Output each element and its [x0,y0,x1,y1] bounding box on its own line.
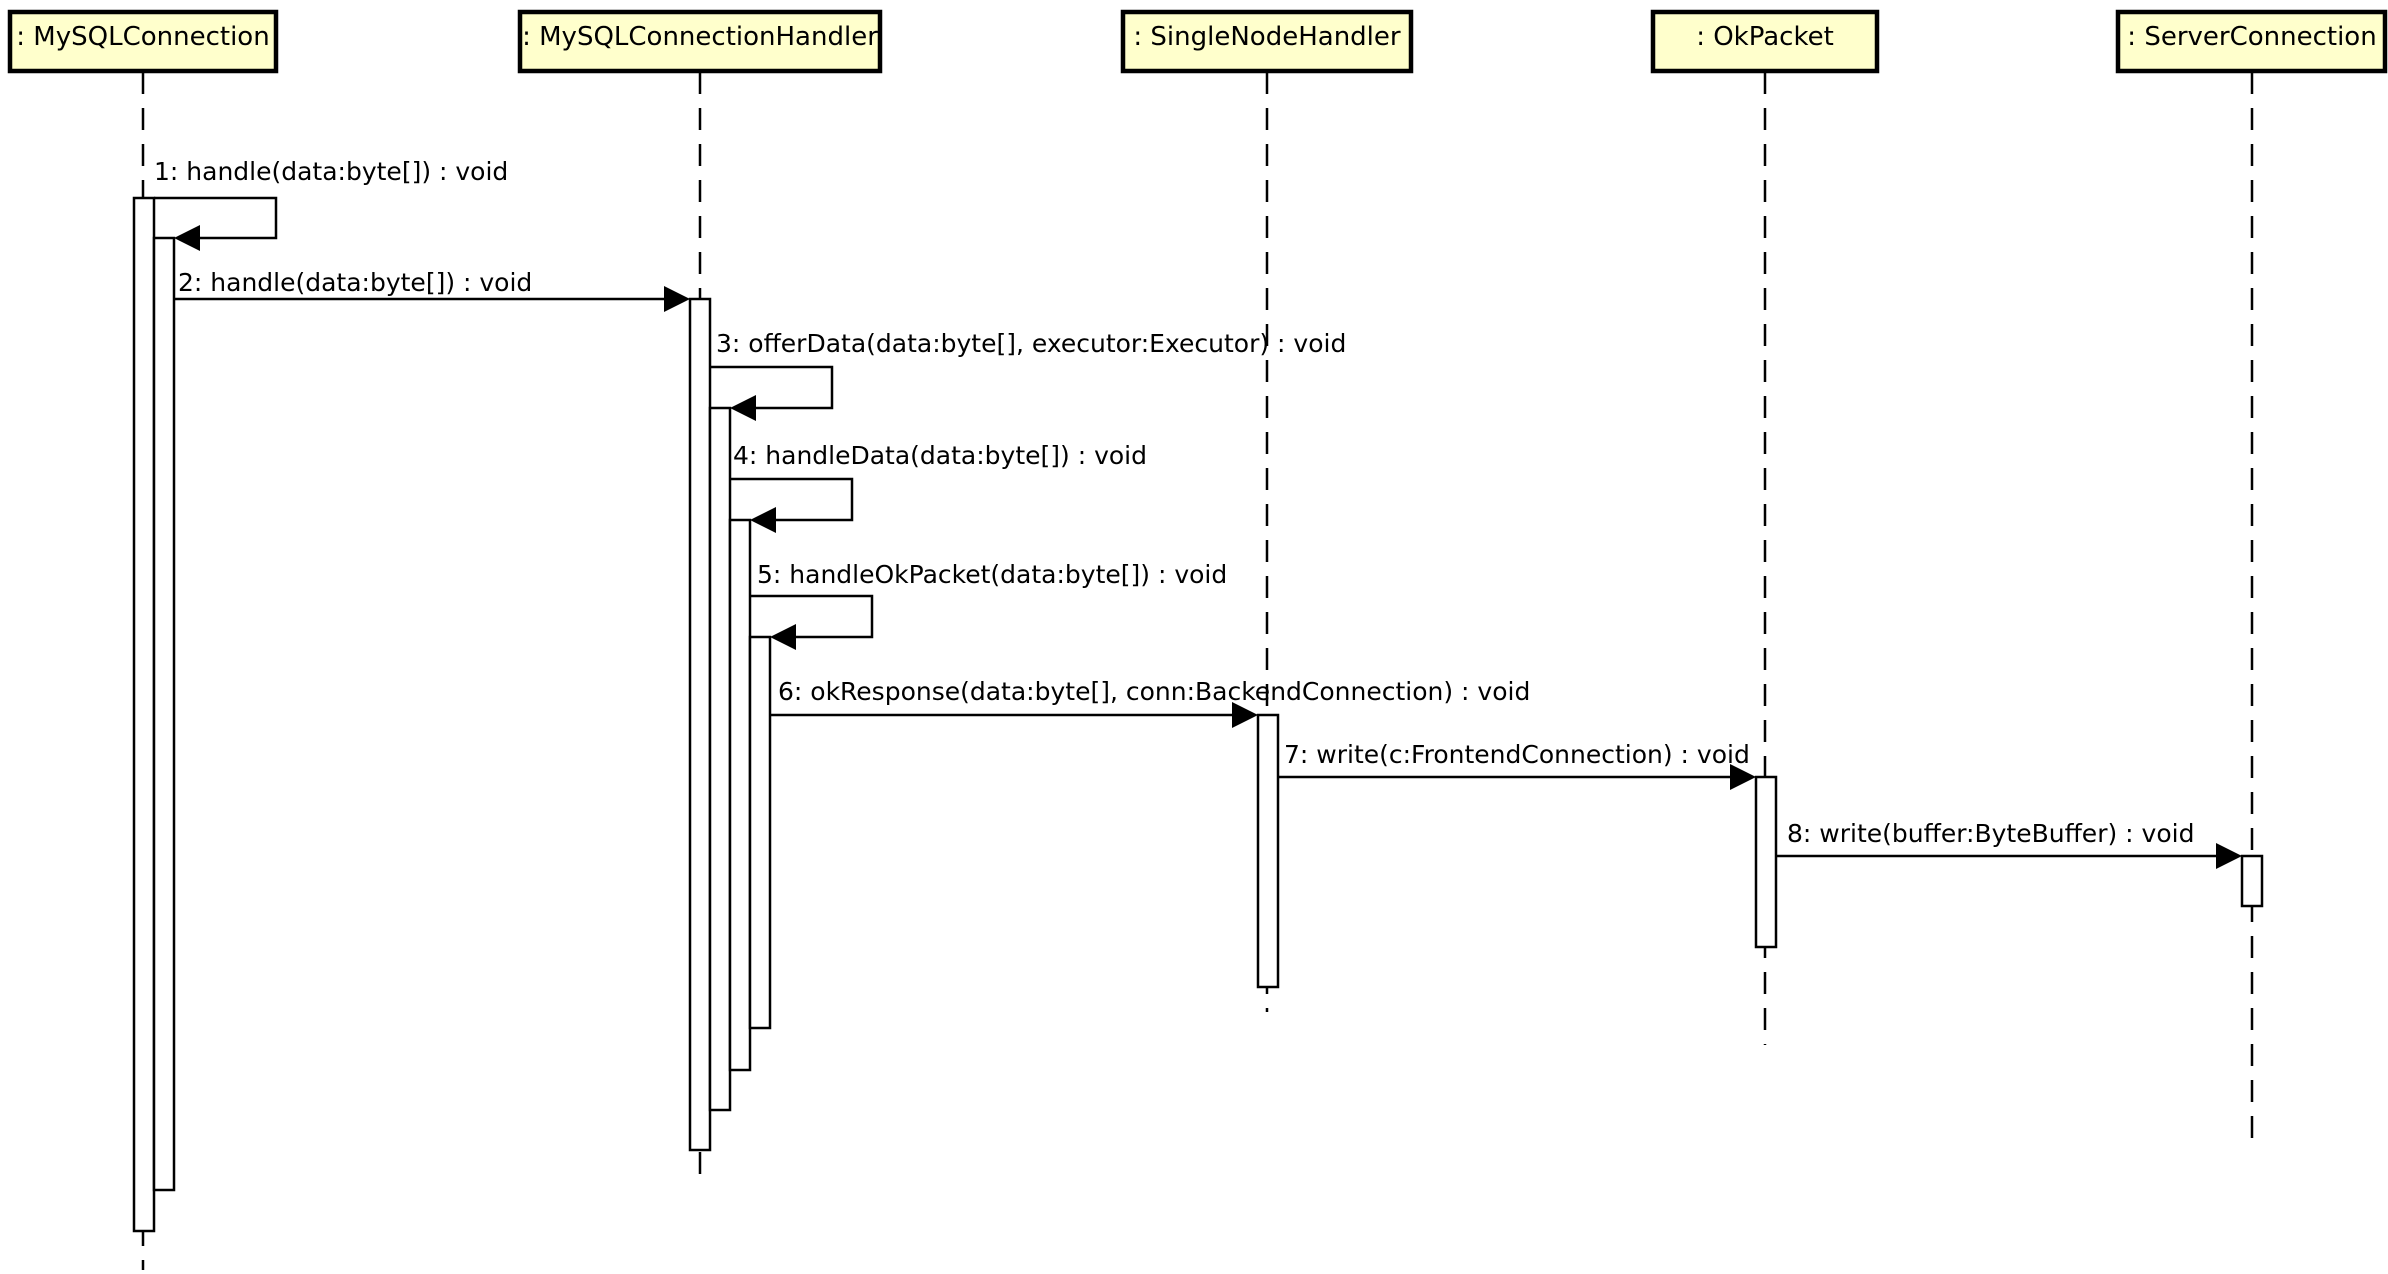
message-7: 7: write(c:FrontendConnection) : void [1278,740,1756,790]
participant-label: : SingleNodeHandler [1133,22,1400,52]
arrowhead-icon [174,225,200,251]
arrowhead-icon [1730,764,1756,790]
participant-label: : MySQLConnection [16,22,269,52]
arrowhead-icon [770,624,796,650]
participant-label: : ServerConnection [2127,22,2376,52]
arrowhead-icon [2216,843,2242,869]
activation-bar [152,236,176,1192]
participant-mysqlconnection: : MySQLConnection [7,9,279,74]
activation-bar [132,196,156,1233]
message-3: 3: offerData(data:byte[], executor:Execu… [710,329,1346,421]
activation-bar [1754,775,1778,949]
activation-bar [728,518,752,1072]
participant-label: : OkPacket [1696,22,1834,52]
message-2: 2: handle(data:byte[]) : void [174,268,690,312]
arrowhead-icon [730,395,756,421]
message-label: 8: write(buffer:ByteBuffer) : void [1787,819,2194,848]
message-label: 7: write(c:FrontendConnection) : void [1284,740,1750,769]
message-label: 6: okResponse(data:byte[], conn:BackendC… [778,677,1530,706]
message-6: 6: okResponse(data:byte[], conn:BackendC… [770,677,1530,728]
participant-mysqlconnectionhandler: : MySQLConnectionHandler [517,9,883,74]
message-5: 5: handleOkPacket(data:byte[]) : void [750,560,1227,650]
message-label: 4: handleData(data:byte[]) : void [733,441,1147,470]
participant-serverconnection: : ServerConnection [2115,9,2388,74]
participant-label: : MySQLConnectionHandler [522,22,878,52]
activation-bar [2240,854,2264,908]
message-label: 1: handle(data:byte[]) : void [154,157,508,186]
message-1: 1: handle(data:byte[]) : void [154,157,508,251]
arrowhead-icon [750,507,776,533]
activation-bar [688,297,712,1152]
participant-singlenodehandler: : SingleNodeHandler [1120,9,1414,74]
message-label: 2: handle(data:byte[]) : void [178,268,532,297]
activation-bar [1256,713,1280,989]
activation-bar [748,635,772,1030]
arrowhead-icon [664,286,690,312]
message-label: 5: handleOkPacket(data:byte[]) : void [757,560,1227,589]
message-label: 3: offerData(data:byte[], executor:Execu… [716,329,1346,358]
message-4: 4: handleData(data:byte[]) : void [730,441,1147,533]
arrowhead-icon [1232,702,1258,728]
participant-okpacket: : OkPacket [1650,9,1880,74]
message-8: 8: write(buffer:ByteBuffer) : void [1776,819,2242,869]
activation-bar [708,406,732,1112]
